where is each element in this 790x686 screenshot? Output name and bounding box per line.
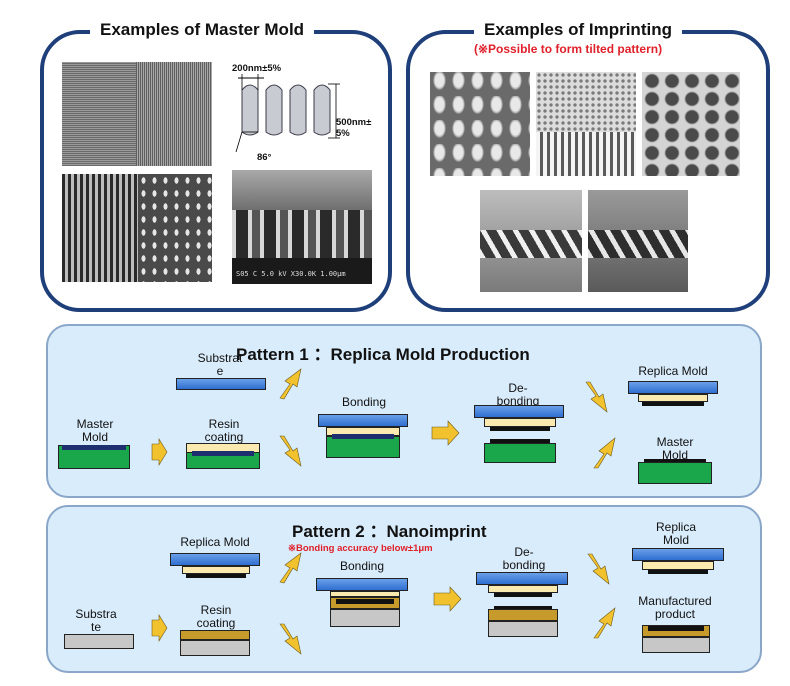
p2-debond-resin [488,585,558,593]
p1-arrow-2a [279,368,302,400]
p1-bonding-master [326,436,400,458]
p1-resin-pattern [192,451,254,456]
p1-arrow-4b [593,437,616,469]
p1-bonding-substrate [318,414,408,427]
p2-manufactured-base [642,637,710,653]
p1-bonding-pattern [332,434,394,439]
tilted-pattern-note: (※Possible to form tilted pattern) [468,42,669,56]
p2-arrow-4a [587,553,610,585]
p2-manufactured-pattern [648,626,704,631]
p2-substrate-block [64,634,134,649]
p2-debond-gold [488,609,558,621]
p1-debond-pattern-bot [490,439,550,443]
dim-height-label: 500nm± 5% [336,117,372,139]
p1-arrow-4a [585,381,608,413]
p1-bonding-label: Bonding [341,395,387,409]
imprint-honeycomb-image [642,72,740,176]
p1-debond-resin [484,418,556,427]
sem-grating-image [62,174,138,282]
p1-replica-resin [638,394,708,402]
p2-debonding-label: De- bonding [502,545,546,572]
p2-arrow-1 [151,614,168,642]
p1-replica-mold-label: Replica Mold [638,364,708,378]
pattern1-title: Pattern 1 ：Replica Mold Production [236,345,530,364]
dim-width-label: 200nm±5% [232,63,282,74]
p1-resin-coating-label: Resin coating [204,417,244,444]
p1-master-out-label: Master Mold [656,435,694,462]
imprint-tilted-1-image [480,190,582,292]
p1-substrate-block [176,378,266,390]
p2-manufactured-label: Manufactured product [638,594,712,621]
p1-arrow-3 [431,420,460,446]
p1-arrow-2b [279,435,302,467]
p1-substrate-label: Substrat e [197,351,243,378]
p1-master-out-pattern [644,459,706,463]
p2-replica-out-resin [642,561,714,570]
p1-debond-master [484,443,556,463]
master-mold-title: Examples of Master Mold [90,20,315,40]
p2-replica-pattern [186,574,246,578]
pattern2-title: Pattern 2 ：Nanoimprint [292,522,487,541]
p2-arrow-2a [279,552,302,584]
p2-arrow-4b [593,607,616,639]
p2-replica-substrate [170,553,260,566]
p2-bonding-resin [330,591,400,597]
p2-debond-base [488,621,558,637]
sem-cross-section-image: S05 C 5.0 kV X30.0K 1.00μm [232,170,372,284]
p2-arrow-2b [279,623,302,655]
imprinting-title: Examples of Imprinting [474,20,682,40]
p2-resin-coating-label: Resin coating [196,603,236,630]
p2-replica-out-substrate [632,548,724,561]
sem-line-pattern-image [62,62,212,166]
p2-substrate-label: Substra te [75,607,117,634]
p2-resin-substrate [180,640,250,656]
p2-debond-pattern-top [494,593,552,597]
sem-dot-array-image [138,174,212,282]
p1-arrow-1 [151,438,168,466]
p2-bonding-pattern [336,599,394,604]
p1-replica-pattern [642,402,704,406]
p2-bonding-substrate [316,578,408,591]
p2-bonding-base [330,609,400,627]
p2-replica-resin [182,566,250,574]
p1-replica-substrate [628,381,718,394]
p1-master-mold-label: Master Mold [76,417,114,444]
p2-debond-substrate [476,572,568,585]
p2-bonding-label: Bonding [339,559,385,573]
imprint-hole-array-image [536,72,636,176]
pattern2-accuracy-note: ※Bonding accuracy below±1μm [288,543,433,554]
p1-master-mold-pattern [62,445,126,450]
p1-debonding-label: De- bonding [496,381,540,408]
p2-debond-pattern-bot [494,606,552,610]
p2-resin-layer [180,630,250,640]
p2-arrow-3 [433,586,462,612]
sem-caption: S05 C 5.0 kV X30.0K 1.00μm [236,270,346,278]
p2-replica-out-pattern [648,570,708,574]
p2-replica-mold-label: Replica Mold [180,535,250,549]
p2-replica-out-label: Replica Mold [655,520,697,547]
imprint-pillars-image [430,72,530,176]
dim-angle-label: 86° [257,152,272,163]
p1-debond-pattern-top [490,427,550,431]
pillar-schematic-diagram [235,74,340,153]
p1-debond-substrate [474,405,564,418]
p1-master-out-block [638,462,712,484]
imprint-tilted-2-image [588,190,688,292]
